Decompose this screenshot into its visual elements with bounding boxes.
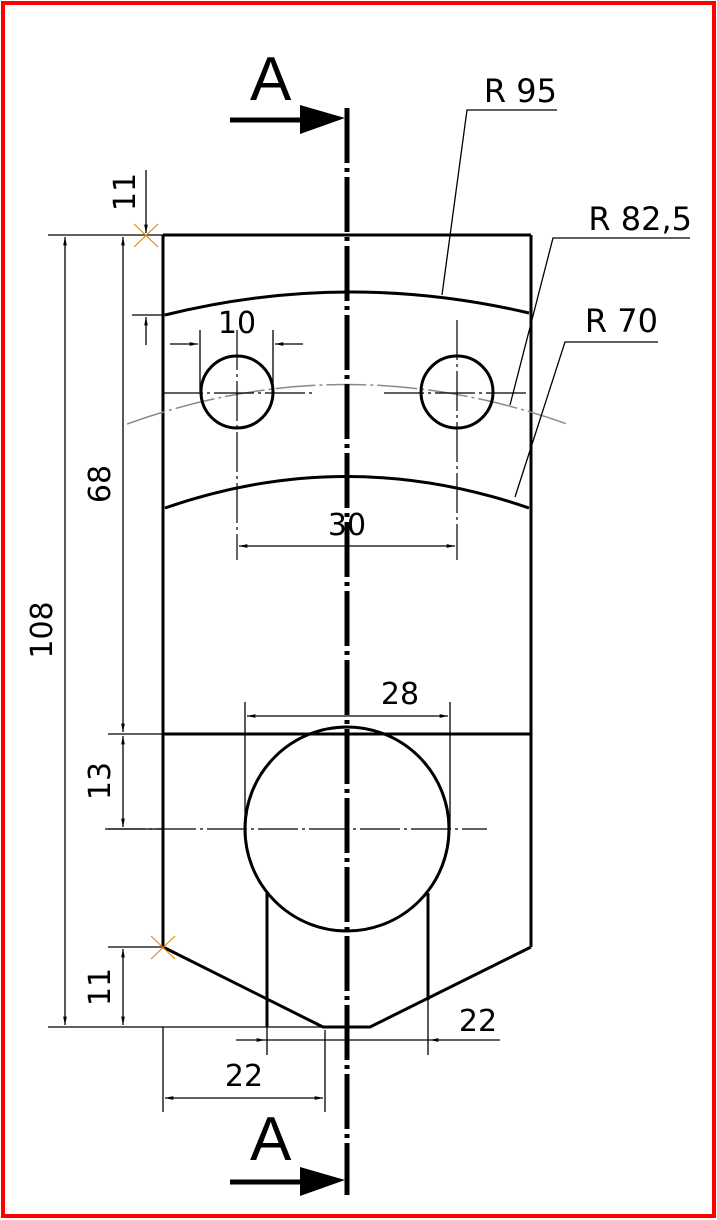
center-lines (105, 320, 531, 830)
radius-label-r95: R 95 (484, 72, 557, 110)
dim-bottom-right: 22 (459, 1004, 497, 1039)
dim-hole-spacing: 30 (328, 508, 366, 543)
part-outline (161, 233, 533, 1029)
dim-bottom-chamfer: 11 (83, 968, 118, 1006)
section-label-bottom: A (250, 1105, 292, 1174)
dim-small-hole: 10 (218, 306, 256, 341)
section-arrow-bottom: A (230, 1105, 345, 1196)
dimension-lines (48, 109, 690, 1112)
snap-markers (133, 223, 176, 960)
dim-overall-height: 108 (25, 601, 60, 658)
radius-label-r82-5: R 82,5 (588, 200, 692, 238)
dim-bottom-left: 22 (225, 1059, 263, 1094)
section-label-top: A (250, 45, 292, 114)
dim-large-hole: 28 (381, 677, 419, 712)
dim-upper-height: 68 (83, 465, 118, 503)
dim-lower-offset: 13 (83, 762, 118, 800)
dim-top-offset: 11 (108, 173, 143, 211)
radius-label-r70: R 70 (585, 302, 658, 340)
section-arrow-top: A (230, 45, 345, 134)
